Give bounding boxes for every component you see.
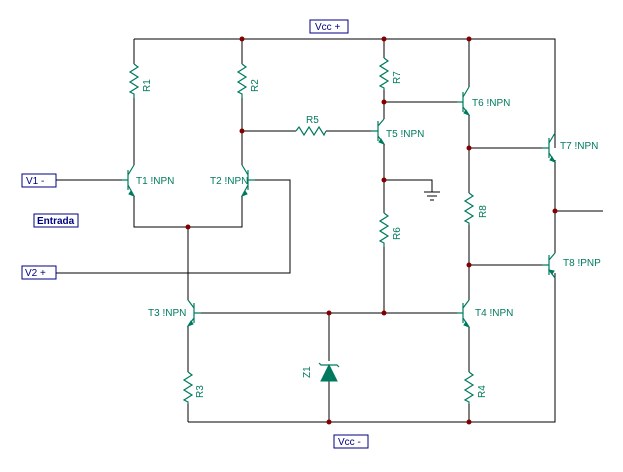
port-v1-minus: V1 - <box>21 173 57 188</box>
junction-dot <box>466 419 472 425</box>
resistor-r3: R3 <box>182 371 206 404</box>
vcc-minus-label: Vcc - <box>338 437 361 448</box>
r1-label: R1 <box>142 79 153 92</box>
transistor-t5: T5 !NPN <box>371 118 424 146</box>
t8-label: T8 !PNP <box>563 258 601 269</box>
transistor-t2: T2 !NPN <box>210 164 255 198</box>
wires <box>56 38 603 423</box>
resistor-r2: R2 <box>236 63 261 98</box>
resistor-r6: R6 <box>378 212 403 247</box>
t1-label: T1 !NPN <box>136 176 174 187</box>
junction-dot <box>381 36 387 42</box>
port-vcc-plus: Vcc + <box>309 19 349 34</box>
junction-dot <box>381 177 387 183</box>
t6-label: T6 !NPN <box>472 98 510 109</box>
junction-dot <box>381 310 387 316</box>
junction-dot <box>466 36 472 42</box>
t7-label: T7 !NPN <box>560 141 598 152</box>
transistor-t4: T4 !NPN <box>457 299 513 329</box>
t2-label: T2 !NPN <box>210 176 248 187</box>
t3-label: T3 !NPN <box>148 308 186 319</box>
r7-label: R7 <box>392 71 403 84</box>
v1-minus-label: V1 - <box>26 176 44 187</box>
junction-dot <box>185 224 191 230</box>
port-v2-plus: V2 + <box>21 265 57 280</box>
entrada-label: Entrada <box>37 216 75 227</box>
junction-dot <box>381 99 387 105</box>
junction-dot <box>326 310 332 316</box>
resistor-r5: R5 <box>295 115 327 137</box>
t5-label: T5 !NPN <box>386 129 424 140</box>
entrada-label-box: Entrada <box>33 213 79 228</box>
v2-plus-label: V2 + <box>25 268 46 279</box>
r3-label: R3 <box>195 385 206 398</box>
junction-dot <box>239 36 245 42</box>
r5-label: R5 <box>306 115 319 126</box>
r6-label: R6 <box>392 227 403 240</box>
r4-label: R4 <box>477 385 488 398</box>
junction-dot <box>239 128 245 134</box>
resistor-r7: R7 <box>378 57 403 90</box>
transistor-t1: T1 !NPN <box>122 164 174 198</box>
junction-dot <box>552 208 558 214</box>
transistor-t3: T3 !NPN <box>148 299 201 328</box>
junction-dot <box>466 262 472 268</box>
t4-label: T4 !NPN <box>475 308 513 319</box>
r2-label: R2 <box>250 79 261 92</box>
vcc-plus-label: Vcc + <box>315 22 340 33</box>
resistor-r8: R8 <box>463 192 489 225</box>
resistor-r1: R1 <box>128 63 153 98</box>
junction-dot <box>466 145 472 151</box>
transistor-t8: T8 !PNP <box>542 252 601 279</box>
zener-diode-z1: Z1 <box>302 362 340 382</box>
port-vcc-minus: Vcc - <box>333 434 369 449</box>
junction-dot <box>326 419 332 425</box>
resistor-r4: R4 <box>463 371 488 404</box>
transistor-t7: T7 !NPN <box>542 132 598 164</box>
ground-symbol <box>424 191 440 201</box>
z1-label: Z1 <box>302 366 313 378</box>
junctions <box>185 36 558 425</box>
transistor-t6: T6 !NPN <box>457 86 510 117</box>
r8-label: R8 <box>478 205 489 218</box>
